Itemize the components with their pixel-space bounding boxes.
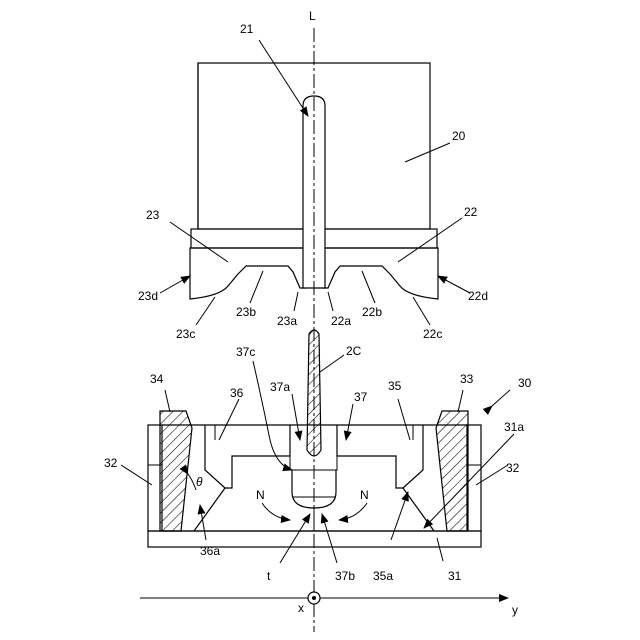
- label-23c: 23c: [176, 327, 195, 341]
- label-30: 30: [518, 376, 532, 390]
- label-36a: 36a: [200, 544, 220, 558]
- label-22c: 22c: [423, 327, 442, 341]
- label-37c: 37c: [236, 345, 255, 359]
- label-32-left: 32: [104, 456, 118, 470]
- label-37: 37: [354, 390, 368, 404]
- label-22b: 22b: [362, 305, 382, 319]
- label-37b: 37b: [335, 569, 355, 583]
- label-23b: 23b: [236, 305, 256, 319]
- xy-axis: [140, 592, 508, 604]
- label-2C: 2C: [346, 344, 362, 358]
- label-20: 20: [452, 129, 466, 143]
- label-L: L: [309, 9, 316, 23]
- upper-die-22: [323, 248, 438, 299]
- label-23a: 23a: [277, 314, 297, 328]
- label-22: 22: [464, 205, 478, 219]
- label-37a: 37a: [270, 380, 290, 394]
- label-35: 35: [388, 379, 402, 393]
- label-23d: 23d: [138, 289, 158, 303]
- label-31a: 31a: [504, 420, 524, 434]
- label-x: x: [298, 601, 304, 615]
- label-32-right: 32: [506, 461, 520, 475]
- label-36: 36: [230, 386, 244, 400]
- label-22d: 22d: [468, 289, 488, 303]
- label-31: 31: [448, 569, 462, 583]
- label-34: 34: [150, 372, 164, 386]
- label-23: 23: [146, 208, 160, 222]
- label-y: y: [512, 603, 518, 617]
- label-t: t: [267, 569, 271, 583]
- label-21: 21: [240, 22, 254, 36]
- label-N-left: N: [256, 488, 265, 502]
- label-35a: 35a: [373, 569, 393, 583]
- label-theta: θ: [196, 475, 203, 489]
- workpiece-2C: [307, 330, 321, 456]
- label-22a: 22a: [331, 314, 351, 328]
- label-N-right: N: [360, 488, 369, 502]
- label-33: 33: [460, 372, 474, 386]
- upper-die-23: [190, 248, 305, 299]
